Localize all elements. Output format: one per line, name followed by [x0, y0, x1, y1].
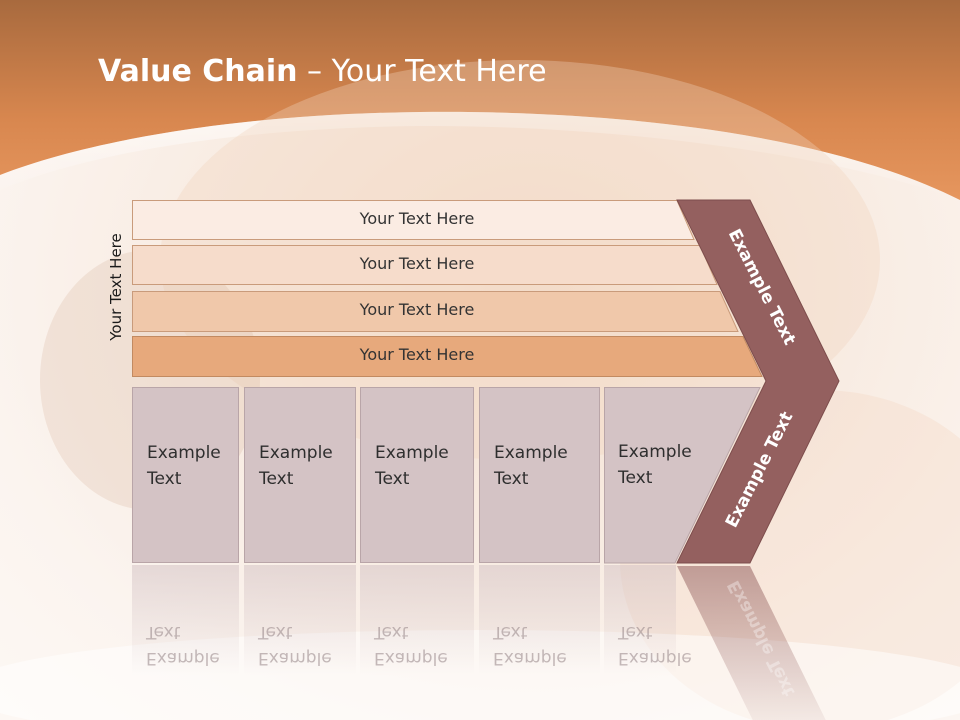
side-label: Your Text Here [107, 233, 125, 341]
header-band [0, 0, 960, 200]
activity-box-5-reflection-text: Example Text [618, 619, 692, 671]
reflection-line1: Example [618, 648, 692, 668]
reflection-line1: Example [493, 648, 567, 668]
activity-box-3-reflection: Example Text [360, 565, 474, 675]
activity-box-3: Example Text [360, 387, 474, 563]
row-2-label: Your Text Here [359, 254, 475, 273]
chevron-arrow [676, 199, 840, 564]
row-1-label: Your Text Here [359, 209, 475, 228]
activity-box-5: Example Text [618, 439, 692, 491]
activity-box-3-line1: Example [375, 443, 449, 463]
reflection-line2: Text [493, 622, 528, 642]
activity-box-2: Example Text [244, 387, 356, 563]
activity-box-1: Example Text [132, 387, 239, 563]
activity-box-1-reflection: Example Text [132, 565, 239, 675]
activity-box-2-reflection-text: Example Text [258, 619, 332, 671]
reflection-line1: Example [374, 648, 448, 668]
activity-box-3-reflection-text: Example Text [374, 619, 448, 671]
activity-box-5-shape [604, 387, 761, 564]
row-1-shape [132, 200, 695, 240]
activity-box-2-line1: Example [259, 443, 333, 463]
row-4-label: Your Text Here [359, 345, 475, 364]
reflection-line2: Text [258, 622, 293, 642]
reflection-line1: Example [146, 648, 220, 668]
reflection-line2: Text [146, 622, 181, 642]
activity-box-4-line1: Example [494, 443, 568, 463]
activity-box-1-line2: Text [147, 469, 182, 489]
activity-box-5-line2: Text [618, 468, 653, 488]
reflection-line2: Text [374, 622, 409, 642]
activity-box-4: Example Text [479, 387, 600, 563]
activity-box-5-reflection: Example Text [604, 565, 692, 675]
chevron-reflection [677, 566, 826, 720]
reflection-line2: Text [618, 622, 653, 642]
row-2-shape [132, 245, 718, 285]
activity-box-2-line2: Text [259, 469, 294, 489]
row-3-label: Your Text Here [359, 300, 475, 319]
activity-box-1-reflection-text: Example Text [146, 619, 220, 671]
activity-box-3-line2: Text [375, 469, 410, 489]
slide-title: Value Chain – Your Text Here [98, 54, 547, 89]
activity-box-4-line2: Text [494, 469, 529, 489]
activity-box-1-line1: Example [147, 443, 221, 463]
activity-box-2-reflection: Example Text [244, 565, 356, 675]
activity-box-4-reflection-text: Example Text [493, 619, 567, 671]
title-bold: Value Chain [98, 54, 298, 89]
activity-box-4-reflection: Example Text [479, 565, 600, 675]
row-4-shape [132, 336, 763, 377]
row-3-shape [132, 291, 739, 332]
title-rest: – Your Text Here [297, 54, 547, 89]
activity-box-5-line1: Example [618, 442, 692, 462]
reflection-line1: Example [258, 648, 332, 668]
